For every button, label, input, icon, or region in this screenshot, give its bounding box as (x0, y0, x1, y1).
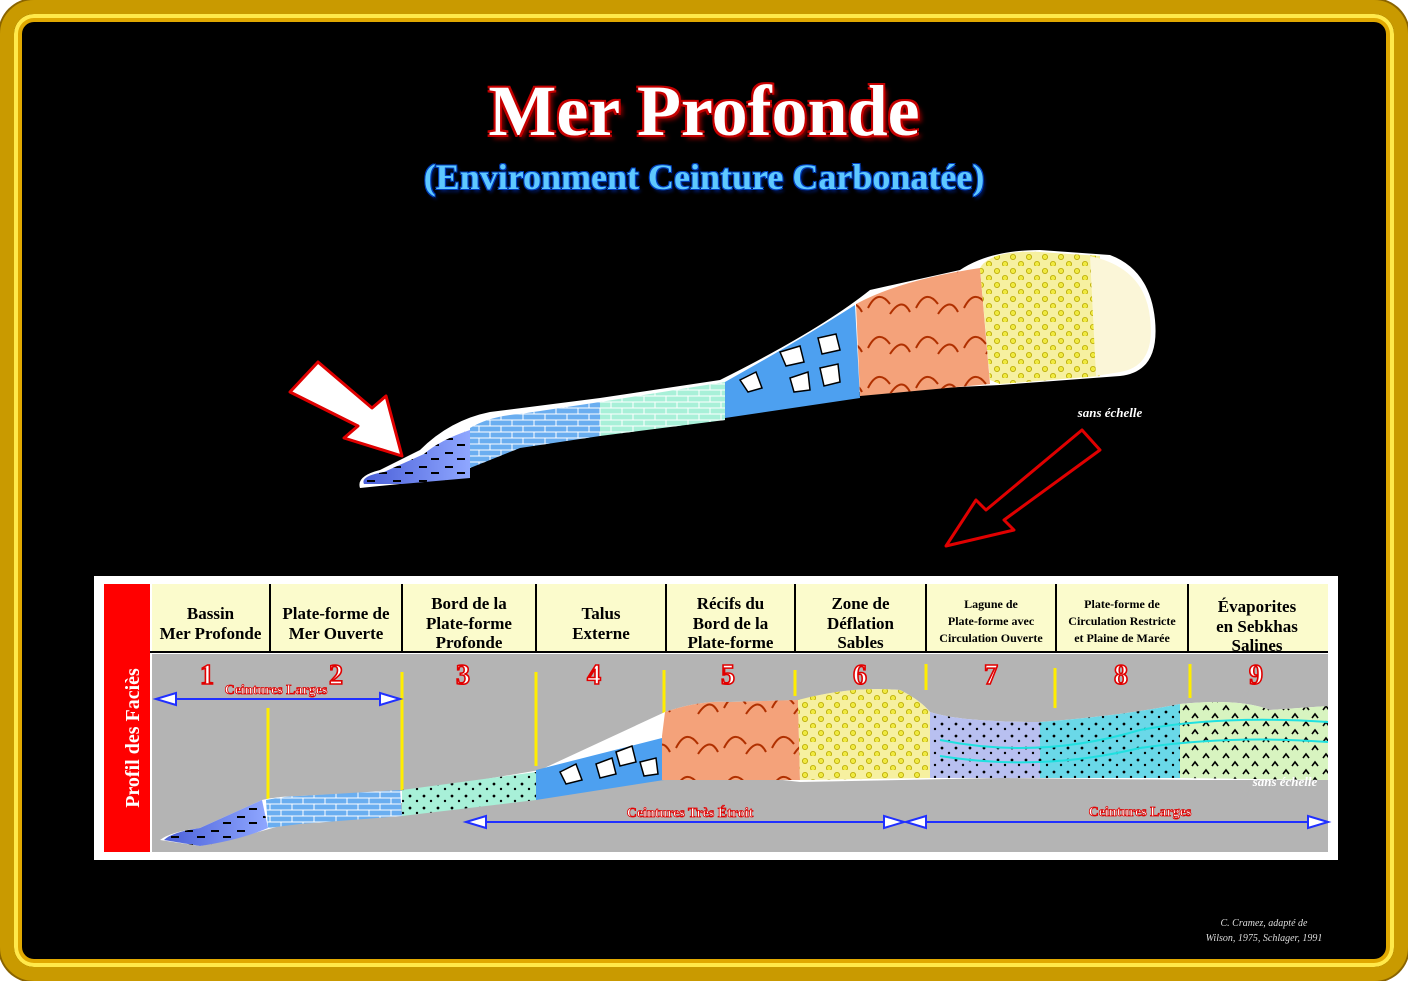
scale-note-bottom: sans échelle (1252, 774, 1318, 789)
facies-number: 7 (984, 660, 998, 691)
header-dividers (150, 584, 1328, 653)
page-title: Mer Profonde (488, 71, 920, 151)
facies-number: 5 (721, 660, 735, 691)
belt-label-left: Ceintures Larges (225, 683, 328, 698)
facies-numbers: 1 2 3 4 5 6 7 8 9 (199, 659, 1264, 692)
side-label: Profil des Faciès (122, 668, 144, 808)
facies-boundary-markers (266, 664, 1192, 800)
lower-profile (160, 689, 1329, 846)
upper-profile (359, 250, 1156, 488)
facies-number: 2 (329, 660, 343, 691)
facies-number: 4 (587, 660, 601, 691)
facies-number: 6 (853, 660, 867, 691)
belt-label-middle: Ceintures Très Étroit (627, 804, 754, 821)
side-bar (104, 584, 150, 852)
belt-arrows (152, 691, 1332, 830)
belt-label-right: Ceintures Larges (1089, 805, 1192, 820)
facies-number: 9 (1249, 660, 1263, 691)
facies-number: 3 (456, 660, 470, 691)
down-arrow-icon (944, 428, 1102, 548)
facies-number: 1 (200, 660, 214, 691)
facies-number: 8 (1114, 660, 1128, 691)
scale-note-top: sans échelle (1077, 405, 1143, 420)
page-subtitle: (Environment Ceinture Carbonatée) (423, 157, 985, 197)
pointer-arrow-icon (288, 360, 404, 458)
